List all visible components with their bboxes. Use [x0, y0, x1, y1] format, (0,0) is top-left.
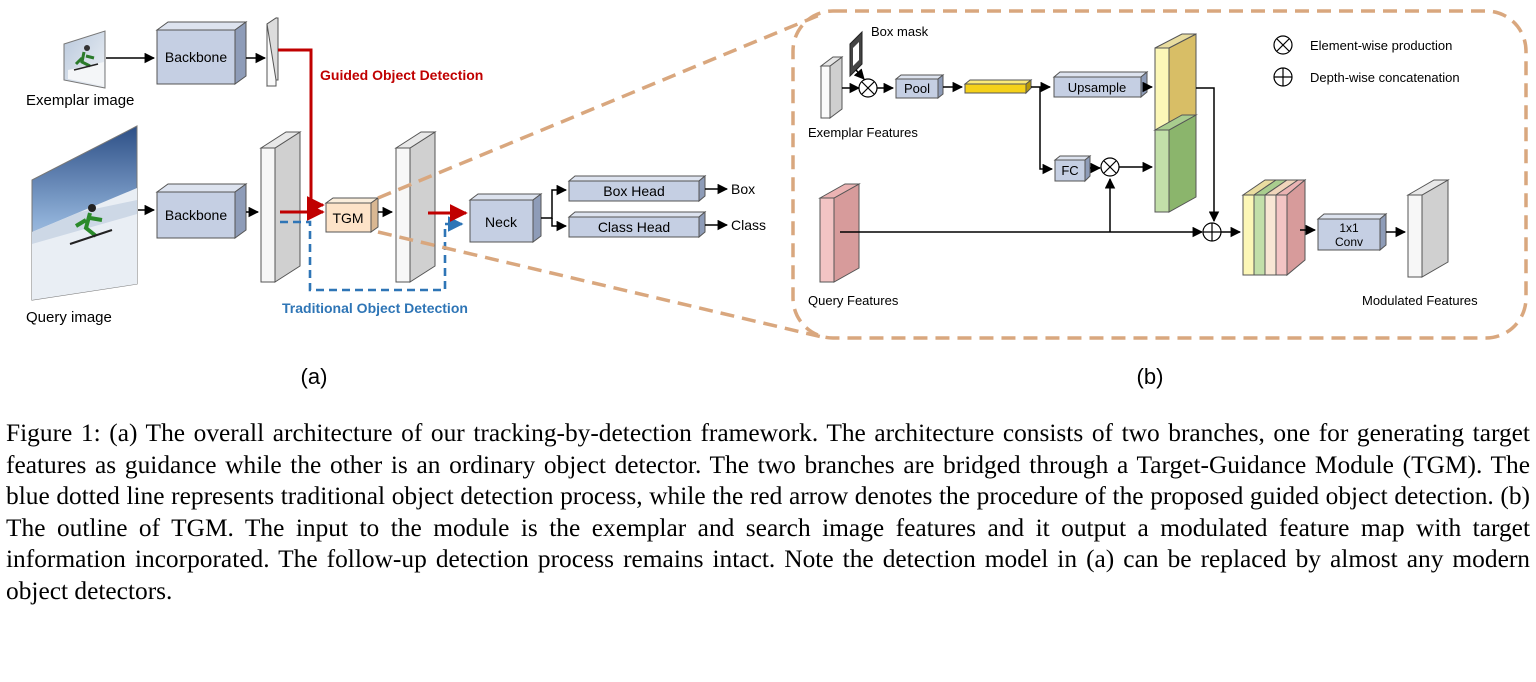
sub-label-a: (a): [301, 364, 328, 389]
concat-operator: [1202, 222, 1222, 242]
neck-to-boxhead-arrow: [541, 184, 568, 219]
part-a: Exemplar image Query image Backbone: [26, 17, 766, 389]
backbone-top-label: Backbone: [165, 49, 227, 65]
box-head-block: Box Head: [567, 174, 707, 203]
traditional-label: Traditional Object Detection: [282, 300, 468, 316]
legend-concat-icon: [1273, 67, 1293, 87]
exemplar-features-label: Exemplar Features: [808, 125, 918, 140]
modulated-features-slab: [1406, 179, 1450, 278]
upsample-output-slab: [1154, 33, 1197, 131]
exemplar-features-slab: [819, 56, 844, 119]
legend-product-label: Element-wise production: [1310, 38, 1452, 53]
pool-label: Pool: [904, 81, 930, 96]
neck-label: Neck: [485, 214, 518, 230]
conv-label-line2: Conv: [1335, 235, 1363, 249]
exemplar-image-label: Exemplar image: [26, 92, 134, 109]
box-output-label: Box: [731, 181, 755, 197]
query-feature-slab: [259, 131, 302, 283]
product-operator-2: [1100, 157, 1120, 177]
backbone-top-block: Backbone: [155, 21, 248, 85]
class-head-block: Class Head: [567, 210, 707, 239]
tgm-label: TGM: [332, 210, 363, 226]
exemplar-feature-slab: [266, 17, 279, 87]
box-mask-label: Box mask: [871, 24, 929, 39]
box-mask-icon: [849, 30, 863, 78]
exemplar-image: [63, 30, 106, 89]
zoom-line-top: [377, 12, 823, 200]
zoom-line-bottom: [377, 230, 823, 339]
tgm-block: TGM: [324, 197, 380, 233]
fc-block: FC: [1053, 154, 1092, 183]
tgm-detail-frame: [791, 9, 1528, 340]
query-image-label: Query image: [26, 309, 112, 326]
conv-label-line1: 1x1: [1339, 221, 1359, 235]
guided-label: Guided Object Detection: [320, 67, 483, 83]
neck-block: Neck: [468, 193, 543, 243]
pooled-vector: [963, 78, 1033, 95]
traditional-path-top: [280, 216, 464, 292]
modulated-features-label: Modulated Features: [1362, 293, 1478, 308]
legend-product-icon: [1273, 35, 1293, 55]
conv-block: 1x1 Conv: [1316, 212, 1388, 252]
pool-block: Pool: [894, 73, 945, 100]
vector-to-fc-arrow: [1039, 87, 1054, 175]
legend: Element-wise production Depth-wise conca…: [1273, 35, 1460, 87]
part-b: Box mask Exemplar Features Pool: [791, 9, 1528, 389]
figure-caption: Figure 1: (a) The overall architecture o…: [6, 419, 1530, 605]
sub-label-b: (b): [1137, 364, 1164, 389]
upsample-block: Upsample: [1052, 70, 1149, 99]
architecture-figure: Exemplar image Query image Backbone: [26, 9, 1528, 389]
backbone-bottom-label: Backbone: [165, 207, 227, 223]
modulated-feature-slab-a: [394, 131, 437, 283]
query-features-label: Query Features: [808, 293, 899, 308]
fc-label: FC: [1061, 163, 1078, 178]
query-image: [31, 125, 138, 301]
class-output-label: Class: [731, 217, 766, 233]
upsample-label: Upsample: [1068, 80, 1127, 95]
fc-output-slab: [1153, 114, 1198, 213]
query-features-slab: [818, 183, 861, 283]
box-head-label: Box Head: [603, 183, 664, 199]
backbone-bottom-block: Backbone: [155, 183, 248, 239]
class-head-label: Class Head: [598, 219, 670, 235]
legend-concat-label: Depth-wise concatenation: [1310, 70, 1460, 85]
neck-to-classhead-arrow: [551, 218, 568, 232]
mask-to-product-arrow: [853, 68, 865, 80]
concat-feature-stack: [1241, 178, 1307, 277]
product-operator-1: [858, 78, 878, 98]
upsample-slab-to-concat-line: [1196, 87, 1220, 223]
